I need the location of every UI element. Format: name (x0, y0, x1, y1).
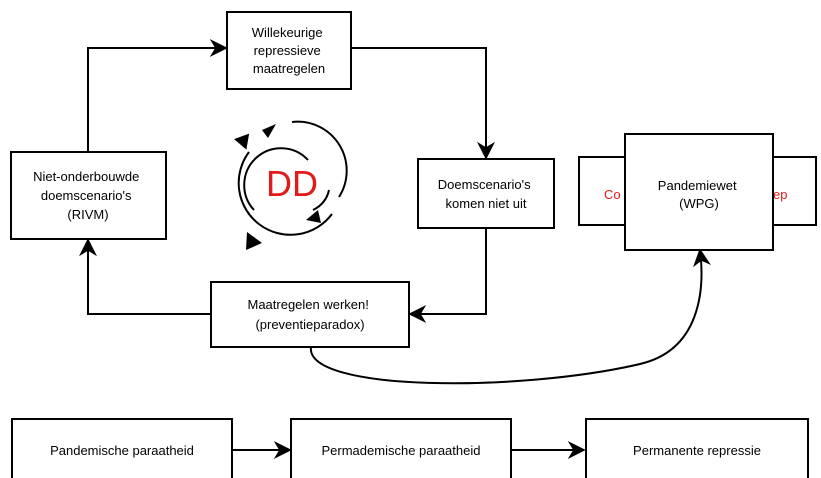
svg-text:Doemscenario's komen niet: Doemscenario's komen niet uit (438, 177, 534, 211)
arrow-bottom-to-left (79, 238, 211, 315)
arrow-left-to-top (87, 39, 228, 152)
arrow-right-to-bottom (408, 228, 487, 323)
chain-box-3 (585, 418, 809, 478)
top-box-line-3: maatregelen (253, 61, 325, 76)
svg-text:Pandemiewet (WPG): Pandemiewet (WPG) (658, 178, 740, 211)
bottom-box-line-2: (preventieparadox) (255, 317, 364, 332)
svg-text:Niet-onderbouwde doemscena: Niet-onderbouwde doemscenario's (RIVM) (33, 169, 143, 222)
svg-text:Willekeurige repressieve: Willekeurige repressieve maatregelen (252, 25, 326, 76)
center-label: DD (266, 163, 318, 204)
back-box-text-right: ep (773, 187, 787, 202)
arrow-top-to-right (351, 47, 495, 160)
right-box-line-1: Doemscenario's (438, 177, 531, 192)
left-box-line-2: doemscenario's (41, 188, 132, 203)
right-box (417, 158, 555, 229)
left-box-line-1: Niet-onderbouwde (33, 169, 139, 184)
chain-box-2 (290, 418, 512, 478)
pandemiewet-line-1: Pandemiewet (658, 178, 737, 193)
top-box (226, 11, 352, 90)
left-box-line-3: (RIVM) (67, 207, 108, 222)
right-box-line-2: komen niet uit (446, 196, 527, 211)
svg-text:Maatregelen werken! (preve: Maatregelen werken! (preventieparadox) (247, 297, 372, 332)
back-box-text-left: Co (604, 187, 621, 202)
chain-box-1-label: Pandemische paraatheid (50, 443, 194, 458)
left-box (10, 151, 167, 240)
top-box-line-1: Willekeurige (252, 25, 323, 40)
arrow-bottom-to-pandemiewet (309, 248, 711, 385)
pandemiewet-line-2: (WPG) (679, 196, 719, 211)
top-box-line-2: repressieve (254, 43, 321, 58)
bottom-box-line-1: Maatregelen werken! (247, 297, 368, 312)
chain-box-2-label: Permademische paraatheid (322, 443, 481, 458)
pandemiewet-box (624, 133, 774, 251)
chain-box-3-label: Permanente repressie (633, 443, 761, 458)
cycle-arrows-icon (234, 120, 348, 250)
bottom-box (210, 281, 410, 348)
